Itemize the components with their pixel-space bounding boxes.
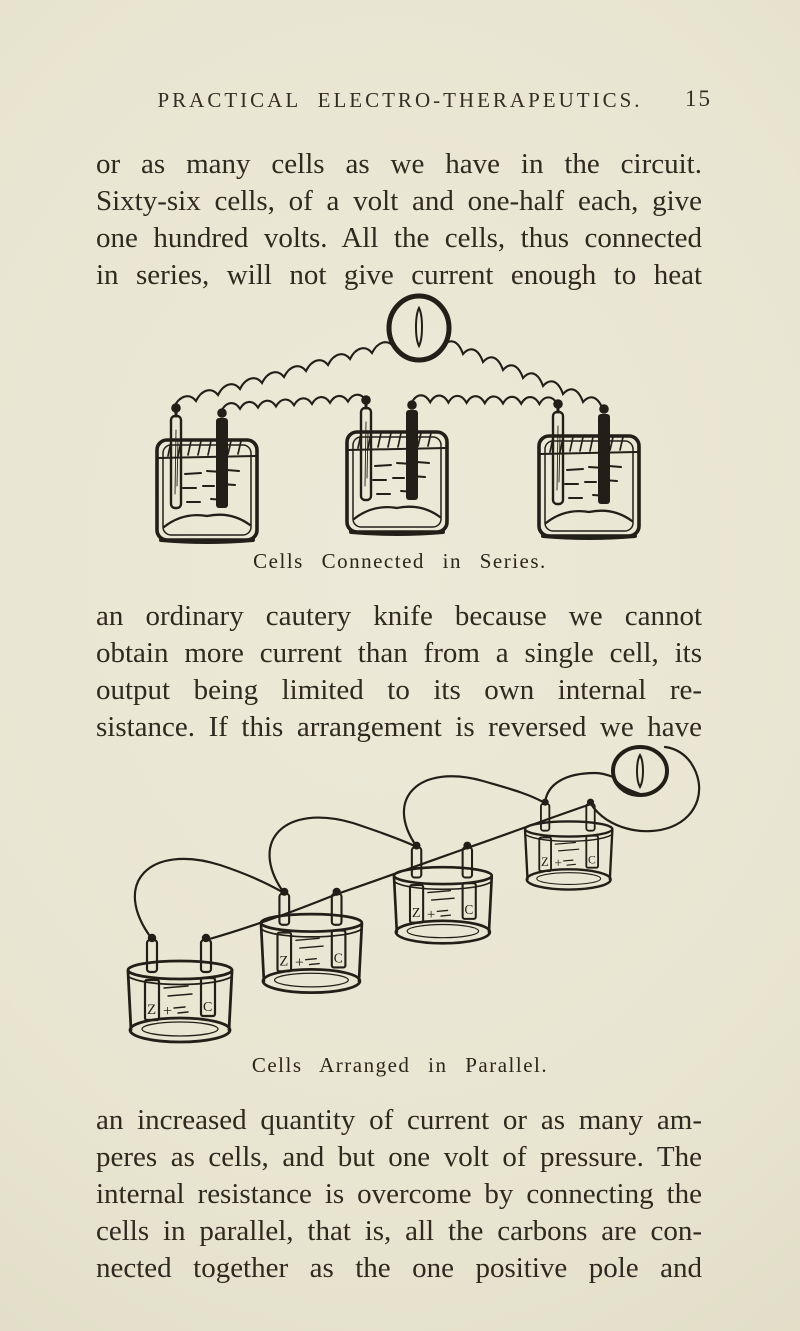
- carbon-plate-label: C: [203, 1000, 212, 1015]
- text-line: output being limited to its own internal…: [96, 674, 702, 706]
- lamp-icon: [611, 745, 669, 797]
- cell-jar-1: [155, 401, 259, 544]
- paragraph-3: an increased quantity of current or as m…: [96, 1102, 702, 1287]
- text-line: obtain more current than from a single c…: [96, 637, 702, 669]
- zinc-plate-label: Z: [412, 905, 421, 921]
- zinc-plate-label: Z: [279, 954, 288, 970]
- zinc-plate-label: Z: [541, 855, 549, 869]
- zinc-plate-label: Z: [147, 1002, 156, 1018]
- series-figure-caption: Cells Connected in Series.: [253, 549, 547, 573]
- cell-jar-4: Z + C: [523, 797, 614, 891]
- parallel-cells-figure: Z + C Z + C Z + C Z + C: [95, 743, 715, 1055]
- paragraph-2: an ordinary cautery knife because we can…: [96, 598, 702, 746]
- plus-label: +: [427, 907, 435, 923]
- paragraph-1: or as many cells as we have in the circu…: [96, 146, 702, 294]
- lamp-icon: [386, 293, 452, 363]
- plus-label: +: [295, 954, 304, 971]
- text-line: cells in parallel, that is, all the carb…: [96, 1215, 702, 1247]
- cell-jar-2: [345, 393, 449, 536]
- text-line: an ordinary cautery knife because we can…: [96, 600, 702, 632]
- text-line: in series, will not give current enough …: [96, 259, 702, 291]
- text-line: sistance. If this arrangement is reverse…: [96, 711, 702, 743]
- text-line: one hundred volts. All the cells, thus c…: [96, 222, 702, 254]
- text-line: internal resistance is overcome by conne…: [96, 1178, 702, 1210]
- cell-jar-1: Z + C: [126, 932, 234, 1044]
- carbon-plate-label: C: [588, 853, 596, 866]
- text-line: Sixty-six cells, of a volt and one-half …: [96, 185, 702, 217]
- text-line: an increased quantity of current or as m…: [96, 1104, 702, 1136]
- cell-jar-3: [537, 397, 641, 540]
- parallel-cells-drawing: Z + C Z + C Z + C Z + C: [126, 745, 701, 1044]
- carbon-plate-label: C: [334, 951, 343, 966]
- series-cells-figure: [95, 290, 715, 552]
- text-line: or as many cells as we have in the circu…: [96, 148, 702, 180]
- plus-label: +: [163, 1003, 172, 1020]
- running-head: PRACTICAL ELECTRO-THERAPEUTICS.: [157, 88, 643, 112]
- carbon-plate-label: C: [465, 902, 474, 917]
- series-cells-drawing: [155, 293, 641, 544]
- series-wires: [172, 340, 605, 412]
- cell-jar-3: Z + C: [392, 840, 494, 945]
- parallel-figure-caption: Cells Arranged in Parallel.: [251, 1053, 549, 1077]
- text-line: nected together as the one positive pole…: [96, 1252, 702, 1284]
- text-line: peres as cells, and but one volt of pres…: [96, 1141, 702, 1173]
- page-number: 15: [685, 86, 712, 111]
- cell-jar-2: Z + C: [259, 886, 364, 995]
- plus-label: +: [554, 856, 562, 871]
